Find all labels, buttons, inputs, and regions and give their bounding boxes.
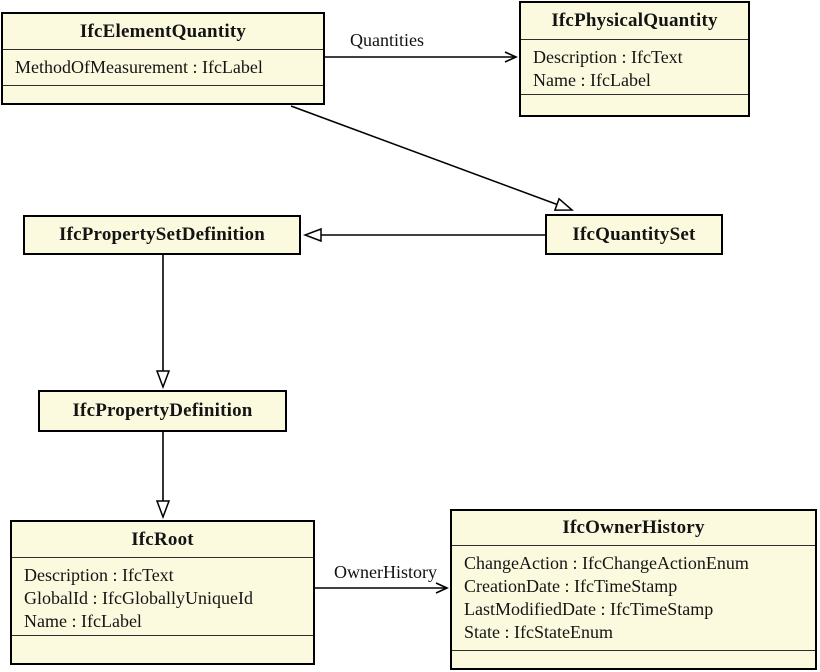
class-box-ifcroot: IfcRoot Description : IfcText GlobalId :…	[10, 520, 315, 665]
class-operations-empty	[452, 650, 815, 668]
class-name: IfcQuantitySet	[572, 223, 696, 245]
class-name: IfcPropertySetDefinition	[58, 224, 266, 245]
class-attributes: Description : IfcText Name : IfcLabel	[521, 39, 748, 94]
class-attribute: CreationDate : IfcTimeStamp	[464, 576, 678, 596]
class-box-ifcquantityset: IfcQuantitySet	[545, 214, 723, 255]
class-attributes: MethodOfMeasurement : IfcLabel	[3, 49, 323, 85]
class-attribute: Name : IfcLabel	[533, 70, 651, 90]
class-attribute: Name : IfcLabel	[24, 611, 142, 631]
class-box-ifcphysicalquantity: IfcPhysicalQuantity Description : IfcTex…	[519, 1, 750, 117]
class-box-ifcpropertysetdefinition: IfcPropertySetDefinition	[23, 215, 301, 255]
class-attribute: Description : IfcText	[533, 47, 683, 67]
class-attributes: ChangeAction : IfcChangeActionEnum Creat…	[452, 545, 815, 650]
edge-elementquantity-quantityset-generalization	[290, 105, 572, 210]
edge-label-quantities: Quantities	[350, 30, 424, 50]
class-name: IfcOwnerHistory	[562, 517, 705, 538]
class-attribute: LastModifiedDate : IfcTimeStamp	[464, 599, 714, 619]
class-box-ifcownerhistory: IfcOwnerHistory ChangeAction : IfcChange…	[450, 509, 817, 670]
class-name: IfcElementQuantity	[79, 20, 247, 42]
class-box-ifcelementquantity: IfcElementQuantity MethodOfMeasurement :…	[1, 12, 325, 105]
class-attribute: MethodOfMeasurement : IfcLabel	[15, 57, 263, 77]
class-name: IfcRoot	[131, 528, 194, 550]
class-name: IfcPhysicalQuantity	[551, 10, 718, 31]
class-operations-empty	[521, 94, 748, 115]
edge-label-ownerhistory: OwnerHistory	[334, 562, 437, 582]
class-name: IfcPropertyDefinition	[72, 400, 253, 421]
class-attributes: Description : IfcText GlobalId : IfcGlob…	[12, 557, 313, 635]
class-box-ifcpropertydefinition: IfcPropertyDefinition	[38, 390, 287, 432]
class-attribute: GlobalId : IfcGloballyUniqueId	[24, 588, 253, 608]
class-attribute: State : IfcStateEnum	[464, 622, 613, 642]
class-attribute: Description : IfcText	[24, 565, 174, 585]
class-operations-empty	[12, 635, 313, 663]
class-operations-empty	[3, 85, 323, 103]
class-attribute: ChangeAction : IfcChangeActionEnum	[464, 553, 749, 573]
